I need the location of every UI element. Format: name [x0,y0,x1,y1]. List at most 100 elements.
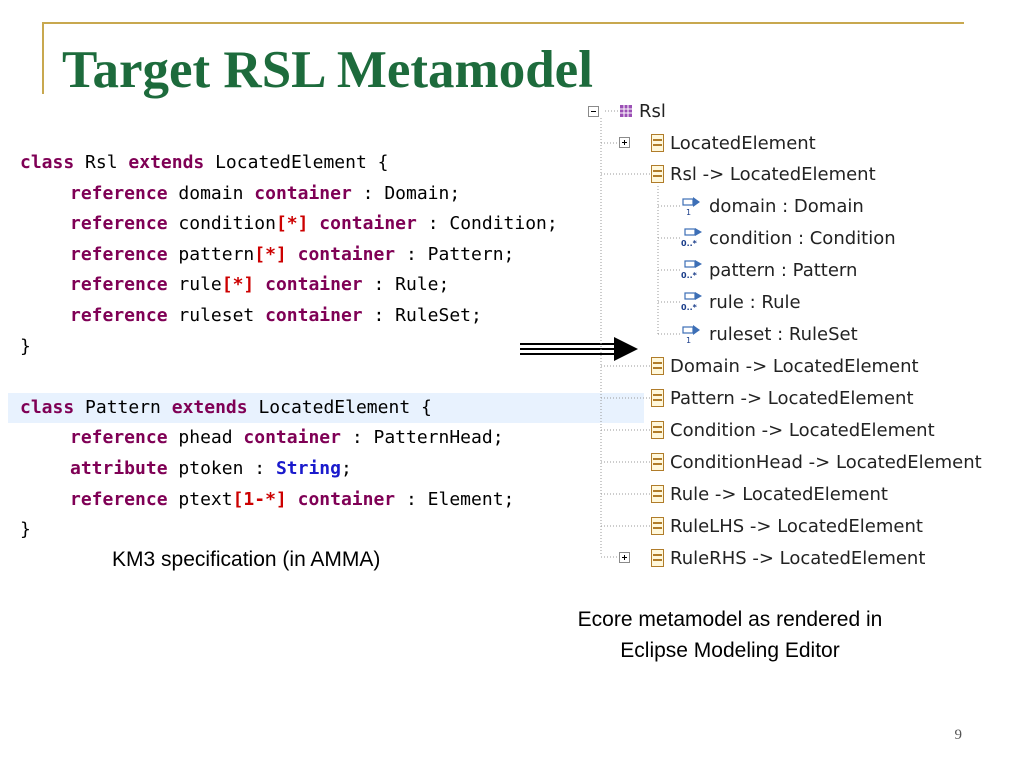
reference-single-icon: 1 [682,197,700,216]
code-class-name: Pattern [85,396,161,418]
code-line-domain: reference domain container : Domain; [8,179,644,210]
eclass-icon [651,165,664,183]
tree-node-root[interactable]: Rsl [619,96,666,126]
code-keyword: container [254,182,352,204]
code-feature-name: ptext [178,488,233,510]
code-feature-name: ruleset [178,304,255,326]
code-line-rule: reference rule[*] container : Rule; [8,270,644,301]
code-class-name: Rsl [85,152,118,173]
code-keyword: extends [128,152,205,173]
arrow-right-icon [520,337,638,361]
tree-node-reference[interactable]: 0..* pattern : Pattern [681,255,857,285]
title-top-rule [42,22,964,24]
code-line-close-pattern: } [20,519,31,541]
tree-node-eclass[interactable]: RuleRHS -> LocatedElement [651,543,925,573]
code-multiplicity: [*] [275,213,309,235]
tree-node-label: domain : Domain [709,195,864,217]
code-multiplicity: [*] [254,243,287,265]
code-feature-name: rule [178,274,222,296]
tree-node-label: Rsl [639,100,666,122]
reference-multiplicity-label: 1 [686,208,691,216]
caption-km3: KM3 specification (in AMMA) [112,548,381,571]
code-multiplicity: [*] [221,274,255,296]
code-feature-type: : Element; [406,488,515,510]
code-keyword: reference [70,243,168,265]
code-keyword: attribute [70,457,168,479]
page-number: 9 [954,727,963,743]
collapse-toggle[interactable] [588,106,599,117]
package-icon [620,105,632,117]
tree-node-reference[interactable]: 0..* condition : Condition [681,223,896,253]
reference-multiplicity-label: 0..* [681,303,698,312]
eclass-icon [651,357,664,375]
eclass-icon [651,485,664,503]
tree-node-label: Domain -> LocatedElement [670,355,919,377]
tree-node-reference[interactable]: 1 ruleset : RuleSet [681,319,858,349]
code-keyword: class [20,396,75,418]
reference-multiplicity-label: 1 [686,336,691,344]
code-line-ruleset: reference ruleset container : RuleSet; [8,301,644,332]
code-feature-type: : Rule; [373,274,450,296]
code-feature-type: : Pattern; [406,243,515,265]
reference-many-icon: 0..* [681,260,702,280]
expand-toggle[interactable] [619,552,630,563]
code-line-phead: reference phead container : PatternHead; [8,423,644,454]
code-supertype: LocatedElement { [215,152,389,173]
title-left-rule [42,22,44,94]
tree-node-eclass[interactable]: ConditionHead -> LocatedElement [651,447,982,477]
tree-node-eclass[interactable]: Domain -> LocatedElement [651,351,919,381]
code-keyword: reference [70,182,168,204]
tree-node-label: Pattern -> LocatedElement [670,387,914,409]
tree-node-eclass[interactable]: RuleLHS -> LocatedElement [651,511,923,541]
code-keyword: reference [70,274,168,296]
tree-node-reference[interactable]: 1 domain : Domain [681,191,864,221]
tree-node-eclass[interactable]: LocatedElement [651,128,816,158]
expand-toggle[interactable] [619,137,630,148]
reference-multiplicity-label: 0..* [681,239,698,248]
tree-node-reference[interactable]: 0..* rule : Rule [681,287,801,317]
code-keyword: class [20,152,75,173]
eclass-icon [651,517,664,535]
reference-multiplicity-label: 0..* [681,271,698,280]
code-primitive-type: String [275,457,341,479]
code-feature-type: : RuleSet; [373,304,482,326]
code-keyword: reference [70,304,168,326]
caption-ecore: Ecore metamodel as rendered in Eclipse M… [520,604,940,666]
ecore-tree-view: Rsl LocatedElement Rsl -> LocatedElement… [585,96,1020,576]
code-feature-name: ptoken [178,457,244,479]
tree-node-eclass[interactable]: Condition -> LocatedElement [651,415,935,445]
code-blank-line [8,362,644,393]
code-feature-name: domain [178,182,244,204]
code-feature-type: : PatternHead; [351,427,504,449]
tree-node-label: ConditionHead -> LocatedElement [670,451,982,473]
code-supertype: LocatedElement { [258,396,432,418]
tree-node-label: RuleLHS -> LocatedElement [670,515,923,537]
tree-node-label: pattern : Pattern [709,259,858,281]
code-keyword: container [297,488,396,510]
reference-single-icon: 1 [682,325,700,344]
tree-node-eclass[interactable]: Rule -> LocatedElement [651,479,888,509]
code-keyword: container [265,274,363,296]
tree-node-label: Condition -> LocatedElement [670,419,935,441]
tree-connector-lines [600,110,681,558]
slide-title: Target RSL Metamodel [62,41,593,99]
eclass-icon [651,549,664,567]
code-line-pattern: reference pattern[*] container : Pattern… [8,240,644,271]
km3-code-listing: class Rsl extends LocatedElement { refer… [8,148,644,546]
tree-node-label: Rule -> LocatedElement [670,483,888,505]
code-multiplicity: [1-*] [232,488,287,510]
tree-node-label: condition : Condition [709,227,896,249]
code-feature-name: phead [178,427,233,449]
code-line-close-rsl: } [20,335,31,357]
code-feature-name: condition [178,213,276,235]
code-keyword: container [265,304,363,326]
reference-many-icon: 0..* [681,228,702,248]
tree-node-label: LocatedElement [670,132,816,154]
tree-node-eclass[interactable]: Rsl -> LocatedElement [651,159,876,189]
code-keyword: container [297,243,396,265]
tree-node-eclass[interactable]: Pattern -> LocatedElement [651,383,914,413]
tree-node-label: ruleset : RuleSet [709,323,858,345]
tree-node-label: RuleRHS -> LocatedElement [670,547,926,569]
eclass-icon [651,389,664,407]
code-line-condition: reference condition[*] container : Condi… [8,209,644,240]
